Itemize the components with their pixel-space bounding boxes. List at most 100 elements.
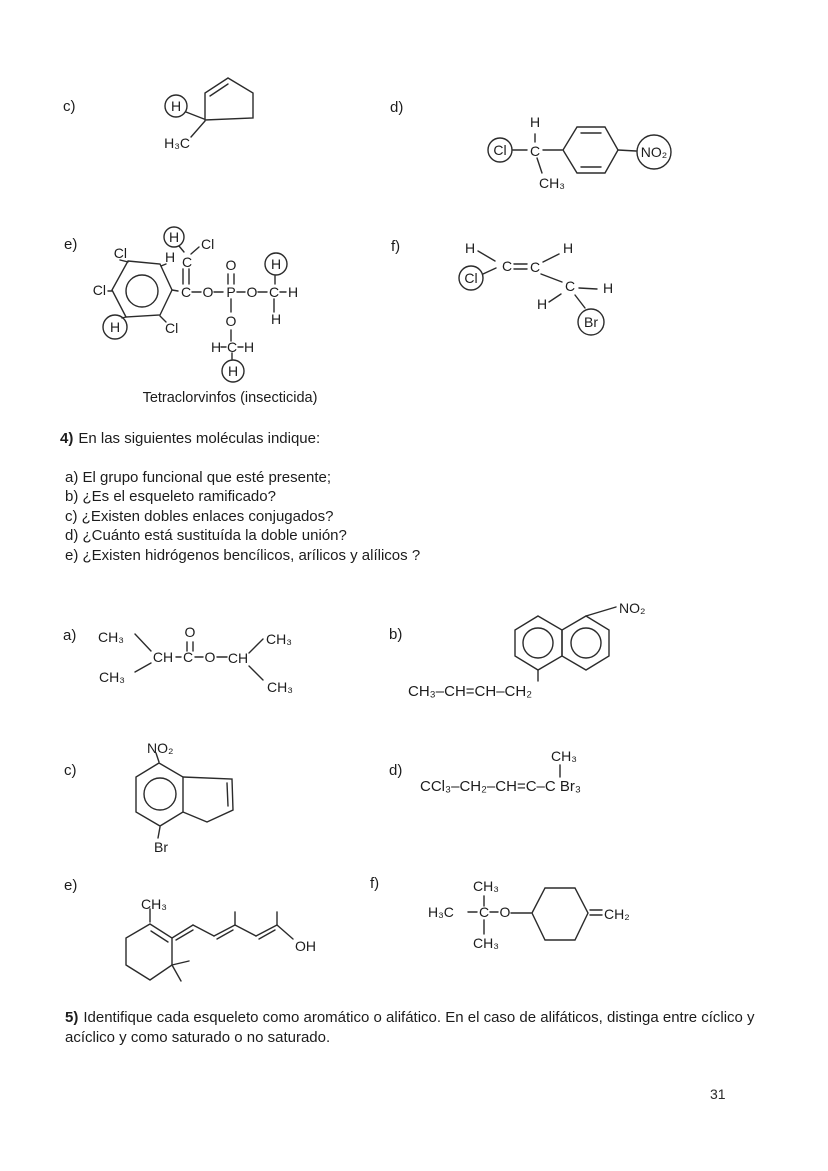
bonds — [134, 633, 264, 681]
group-oh: OH — [295, 938, 316, 954]
atom-h-bot-circle: H — [228, 363, 238, 379]
question4-item-b: b) ¿Es el esqueleto ramificado? — [65, 488, 276, 506]
item-label-e2: e) — [64, 877, 78, 894]
atom-h: H — [171, 98, 181, 114]
bonds — [512, 126, 637, 174]
group-ch3-top-right: CH₃ — [266, 631, 292, 647]
bonds — [467, 887, 603, 941]
question5: 5)Identifique cada esqueleto como aromát… — [65, 1008, 781, 1047]
bonds — [135, 752, 234, 839]
molecule-a2-ester: CH₃ CH₃ CH C O O CH CH₃ CH₃ — [98, 624, 293, 695]
bonds — [107, 245, 287, 360]
circle-highlight — [636, 134, 672, 170]
bonds — [477, 250, 598, 309]
chain-formula: CCl₃–CH₂–CH=C–C Br₃ — [420, 778, 581, 795]
atom-c1: C — [502, 258, 512, 274]
page-number: 31 — [710, 1086, 726, 1102]
group-ch2: CH₂ — [604, 906, 630, 922]
atom-c-ipso: C — [181, 284, 191, 300]
circle-highlight — [163, 226, 185, 248]
atom-h-right-bottom: H — [271, 311, 281, 327]
atom-cl-left: Cl — [93, 282, 106, 298]
group-ch3-bottom-left: CH₃ — [99, 669, 125, 685]
question4-item-e: e) ¿Existen hidrógenos bencílicos, aríli… — [65, 546, 421, 564]
atom-h-top-right: H — [563, 240, 573, 256]
atom-o-double: O — [226, 257, 237, 273]
item-label-b2: b) — [389, 626, 403, 643]
atom-h-ring: H — [165, 249, 175, 265]
atom-c2: C — [530, 259, 540, 275]
molecule-caption: Tetraclorvinfos (insecticida) — [143, 390, 318, 406]
group-ch3-top-left: CH₃ — [98, 629, 124, 645]
item-label-c2: c) — [64, 762, 77, 779]
item-label-c1: c) — [63, 98, 76, 115]
chain-formula: CH₃–CH=CH–CH₂ — [408, 683, 532, 700]
circle-highlight — [164, 94, 188, 118]
molecule-d1-chloro-nitrophenyl: Cl H C CH₃ NO₂ — [487, 114, 672, 191]
molecule-c1-methylcyclopentene: H H₃C — [164, 77, 254, 151]
atom-c-right: C — [269, 284, 279, 300]
question4-title-text: En las siguientes moléculas indique: — [78, 430, 321, 447]
group-ch3: CH₃ — [551, 748, 577, 764]
atom-c: C — [530, 143, 540, 159]
atom-h-right: H — [603, 280, 613, 296]
molecule-e1-tetraclorvinfos: Cl Cl H Cl H H Cl C C O P O O C H H H O … — [93, 226, 318, 406]
atom-c-top: C — [182, 254, 192, 270]
atom-o: O — [205, 649, 216, 665]
molecule-f1-chloro-bromo-propene: H Cl C C H C H H Br — [458, 240, 613, 336]
atom-h-top-left: H — [465, 240, 475, 256]
atom-cl: Cl — [464, 270, 477, 286]
bonds — [125, 908, 294, 982]
atom-h-right-end: H — [288, 284, 298, 300]
atom-o: O — [500, 904, 511, 920]
atom-cl-vinyl: Cl — [201, 236, 214, 252]
group-no2: NO₂ — [641, 144, 667, 160]
group-h3c: H₃C — [428, 904, 454, 920]
molecule-e2-retinol: CH₃ OH — [125, 896, 316, 982]
atom-p: P — [226, 284, 235, 300]
molecule-d2-formula: CH₃ CCl₃–CH₂–CH=C–C Br₃ — [420, 748, 581, 795]
atom-h-bottom-left: H — [110, 319, 120, 335]
atom-cl: Cl — [493, 142, 506, 158]
atom-h-left: H — [537, 296, 547, 312]
item-label-d2: d) — [389, 762, 403, 779]
bonds — [185, 77, 254, 138]
atom-h-right-top: H — [271, 256, 281, 272]
bonds — [514, 606, 617, 682]
molecule-c2-nitro-bromo-indene: NO₂ Br — [135, 740, 234, 855]
item-label-f1: f) — [391, 238, 401, 255]
group-ch3-top: CH₃ — [473, 878, 499, 894]
atom-br: Br — [154, 839, 168, 855]
question4-item-c: c) ¿Existen dobles enlaces conjugados? — [65, 507, 334, 525]
group-h3c: H₃C — [164, 135, 190, 151]
group-no2: NO₂ — [147, 740, 173, 756]
question5-text: Identifique cada esqueleto como aromátic… — [65, 1009, 755, 1046]
molecule-b2-nitronaphthalene: NO₂ CH₃–CH=CH–CH₂ — [408, 600, 645, 700]
question4-items: a) El grupo funcional que esté presente;… — [65, 468, 420, 565]
atom-h: H — [530, 114, 540, 130]
atom-c3: C — [565, 278, 575, 294]
question4-title: 4)En las siguientes moléculas indique: — [60, 430, 320, 447]
circle-highlight — [487, 137, 513, 163]
atom-c: C — [479, 904, 489, 920]
atom-h-vinyl: H — [169, 229, 179, 245]
atom-c-bottom: C — [227, 339, 237, 355]
circle-highlight — [577, 308, 605, 336]
item-label-e1: e) — [64, 236, 78, 253]
circle-highlight — [102, 314, 128, 340]
question4-number: 4) — [60, 430, 74, 447]
atom-cl-top-left: Cl — [114, 245, 127, 261]
group-ch-left: CH — [153, 649, 173, 665]
question5-number: 5) — [65, 1009, 79, 1026]
item-label-f2: f) — [370, 875, 380, 892]
item-label-d1: d) — [390, 99, 404, 116]
atom-br: Br — [584, 314, 598, 330]
atom-cl-bottom: Cl — [165, 320, 178, 336]
atom-o-below: O — [226, 313, 237, 329]
atom-h-bot-right: H — [244, 339, 254, 355]
question4-item-a: a) El grupo funcional que esté presente; — [65, 469, 332, 486]
question4-item-d: d) ¿Cuánto está sustituída la doble unió… — [65, 527, 347, 545]
item-label-a2: a) — [63, 627, 77, 644]
